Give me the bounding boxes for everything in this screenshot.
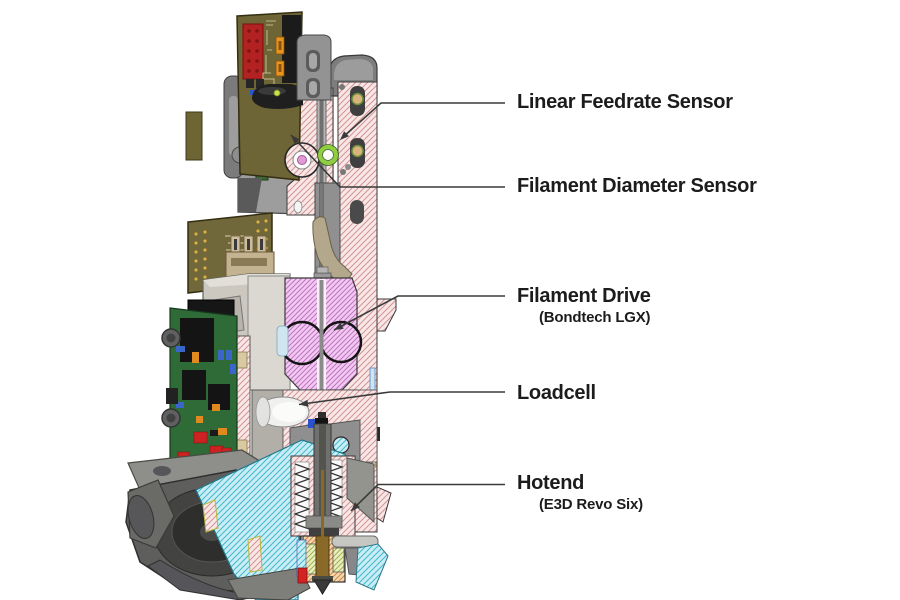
leader-hotend <box>350 483 505 512</box>
fan-duct <box>147 439 346 600</box>
arrowhead-icon <box>291 135 300 144</box>
callout-label: Hotend <box>517 472 585 494</box>
callout-label: Linear Feedrate Sensor <box>517 91 733 113</box>
leader-filament-diameter-sensor <box>290 134 505 188</box>
arrowhead-icon <box>334 322 344 330</box>
leader-linear-feedrate-sensor <box>340 102 505 140</box>
callout-filament-diameter-sensor: Filament Diameter Sensor <box>517 175 757 198</box>
leader-loadcell <box>298 391 505 406</box>
callout-filament-drive: Filament Drive (Bondtech LGX) <box>517 285 651 326</box>
hotend-assembly <box>290 423 389 595</box>
callout-sublabel: (Bondtech LGX) <box>539 309 651 326</box>
heater-cartridge <box>297 567 308 584</box>
arrowhead-icon <box>299 399 309 407</box>
callout-loadcell: Loadcell <box>517 382 596 405</box>
callout-label: Filament Diameter Sensor <box>517 175 757 197</box>
arrowhead-icon <box>340 131 349 140</box>
red-sensor-module <box>242 23 264 80</box>
callout-label: Loadcell <box>517 382 596 404</box>
arrowhead-icon <box>351 502 360 511</box>
callout-linear-feedrate-sensor: Linear Feedrate Sensor <box>517 91 733 114</box>
idler-lever <box>312 216 353 285</box>
callout-hotend: Hotend (E3D Revo Six) <box>517 472 643 513</box>
callout-label: Filament Drive <box>517 285 651 307</box>
leader-filament-drive <box>333 295 505 331</box>
nozzle-tip <box>313 579 332 595</box>
mid-section <box>187 182 353 426</box>
callout-sublabel: (E3D Revo Six) <box>539 496 643 513</box>
